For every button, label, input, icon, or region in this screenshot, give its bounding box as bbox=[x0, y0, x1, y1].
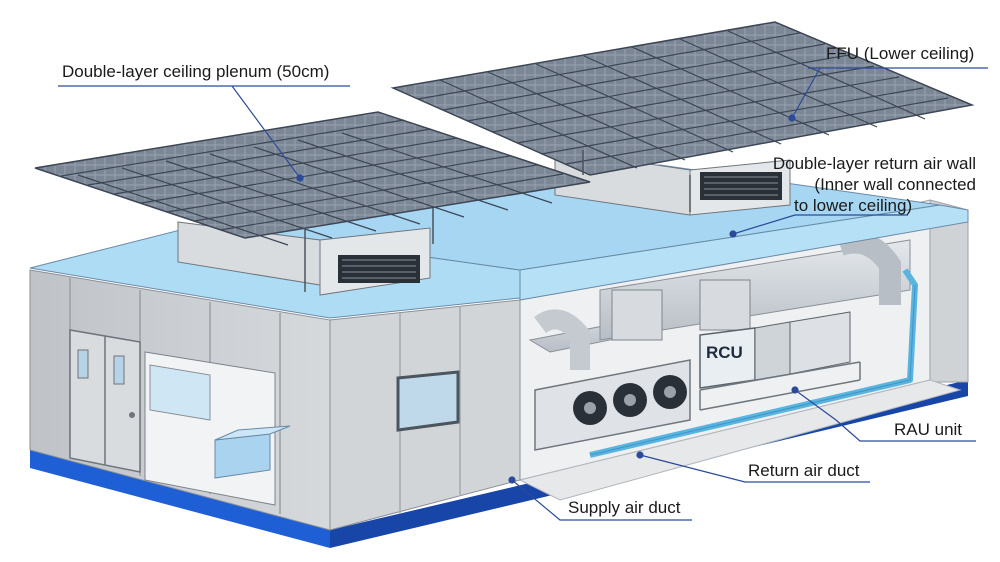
viewing-window bbox=[144, 351, 291, 506]
return-air-wall-line-2: (Inner wall connected bbox=[814, 175, 976, 194]
ffu-label: FFU (Lower ceiling) bbox=[826, 44, 975, 63]
return-air-wall-line-1: Double-layer return air wall bbox=[772, 154, 976, 173]
rcu-label: RCU bbox=[706, 343, 743, 362]
interior-floor bbox=[518, 379, 962, 501]
leader-lines bbox=[58, 67, 988, 521]
return-air-wall-line-3: to lower ceiling) bbox=[794, 196, 913, 215]
fan-unit bbox=[534, 359, 691, 451]
rau-frame bbox=[699, 361, 861, 411]
ceiling-panel-left bbox=[34, 111, 591, 246]
fan-icon bbox=[613, 383, 647, 417]
rau-unit-label: RAU unit bbox=[894, 420, 963, 439]
supply-air-duct-label: Supply air duct bbox=[568, 498, 681, 517]
hanger-rods bbox=[304, 150, 691, 292]
fan-icon bbox=[573, 391, 607, 425]
rcu-unit bbox=[699, 311, 851, 389]
ceiling-panel-right bbox=[390, 21, 975, 176]
return-air-duct-label: Return air duct bbox=[748, 461, 860, 480]
fan-icon bbox=[653, 375, 687, 409]
double-door bbox=[69, 329, 141, 473]
side-window bbox=[396, 370, 460, 432]
return-air-wall-label: Double-layer return air wall (Inner wall… bbox=[770, 153, 976, 216]
plenum-label: Double-layer ceiling plenum (50cm) bbox=[62, 62, 330, 81]
